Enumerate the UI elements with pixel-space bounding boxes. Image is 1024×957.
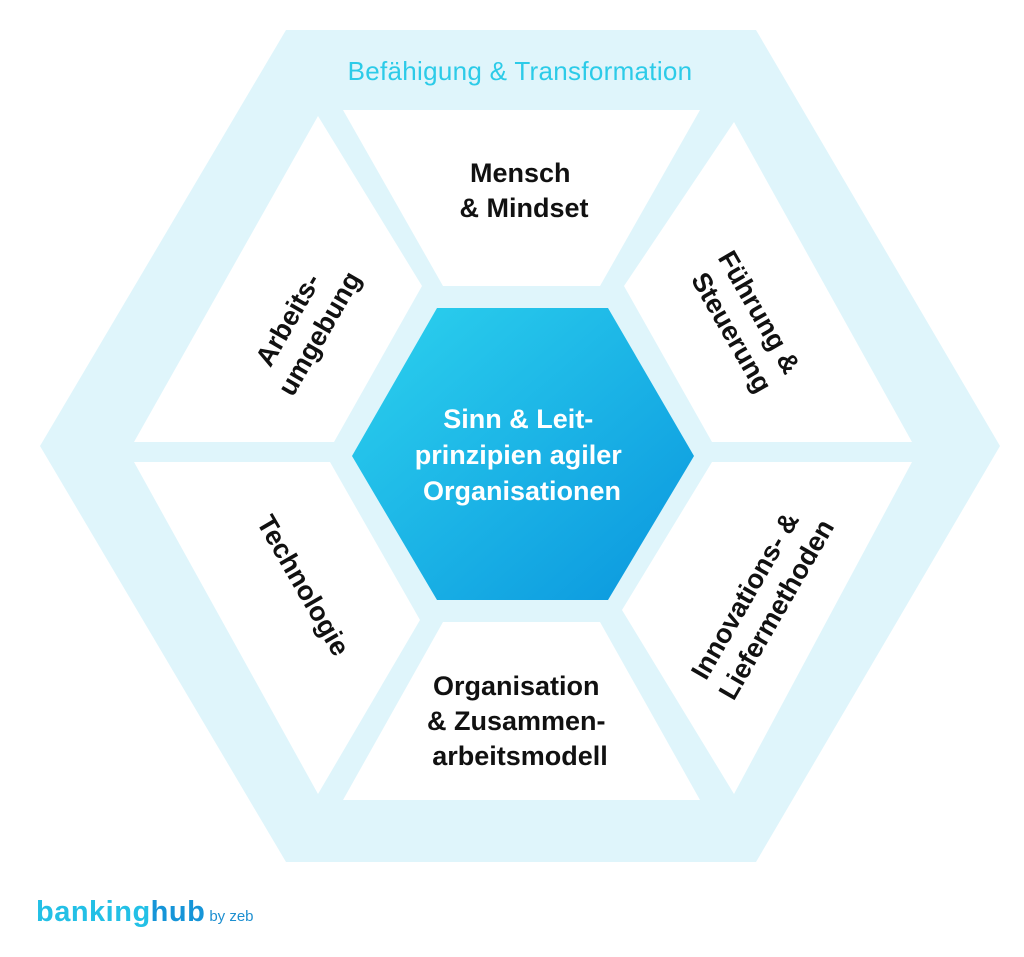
center-label: Sinn & Leit- prinzipien agiler Organisat…	[415, 404, 630, 506]
segment-label-bottom: Organisation & Zusammen- arbeitsmodell	[427, 671, 613, 771]
center-hexagon	[352, 308, 694, 600]
logo-hub: hub	[150, 896, 206, 928]
segment-upper-right	[624, 122, 912, 442]
segment-lower-right	[622, 462, 912, 794]
segment-label-top: Mensch & Mindset	[459, 158, 588, 223]
segment-top	[343, 110, 700, 286]
segment-bottom	[343, 622, 700, 800]
logo-banking: banking	[36, 896, 151, 928]
outer-title: Befähigung & Transformation	[348, 56, 693, 86]
logo-by-zeb: by zeb	[209, 908, 254, 925]
segment-upper-left	[134, 116, 422, 442]
segment-lower-left	[134, 462, 420, 794]
